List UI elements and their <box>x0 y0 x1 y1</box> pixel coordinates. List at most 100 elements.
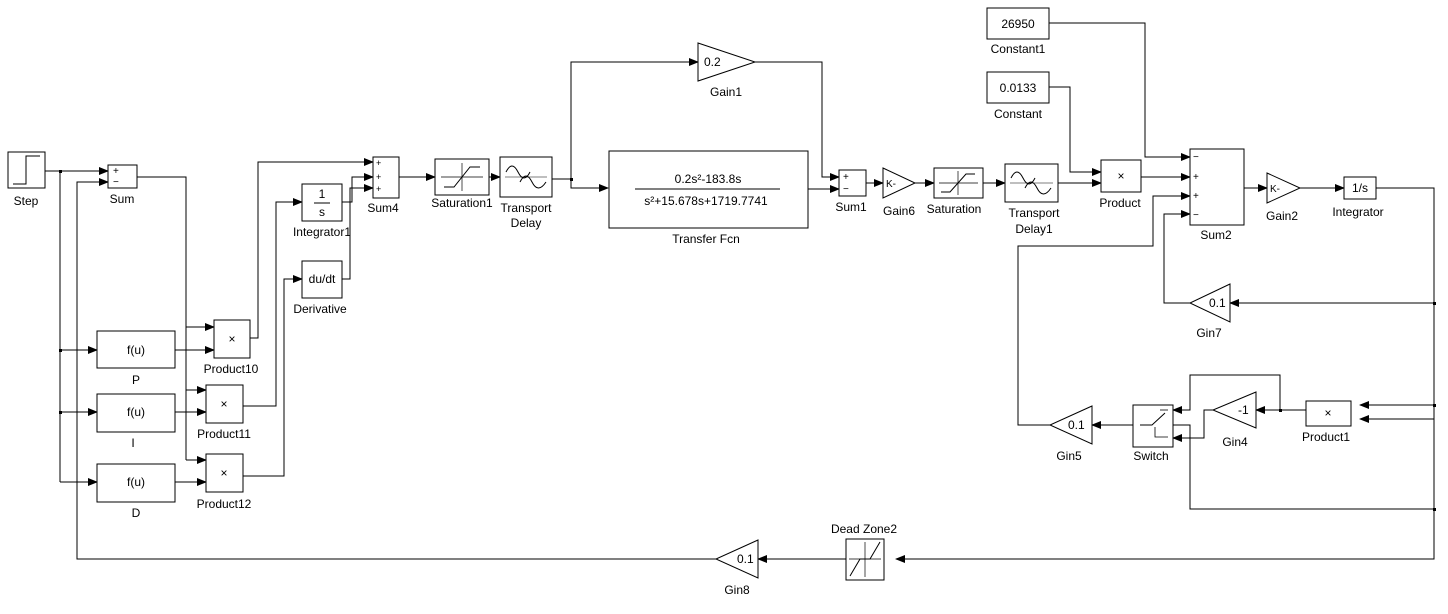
signal-wires <box>45 22 1436 563</box>
gain-triangle <box>697 42 757 82</box>
saturation-icon <box>444 166 480 188</box>
product12-symbol: × <box>220 466 227 480</box>
integrator-text: 1/s <box>1352 181 1368 195</box>
wire-gain1-to-sum1 <box>755 61 840 181</box>
fcn-i-label: I <box>131 436 134 450</box>
derivative-block[interactable]: du/dt Derivative <box>293 260 347 316</box>
gin4-value: -1 <box>1238 403 1249 417</box>
fcn-d-text: f(u) <box>127 475 145 489</box>
junction-dot <box>1433 404 1436 407</box>
wire-constant1-to-sum2 <box>1049 22 1191 161</box>
gain6-block[interactable]: K- Gain6 <box>882 167 917 218</box>
sum2-block[interactable]: − + + − Sum2 <box>1189 148 1245 242</box>
gain1-block[interactable]: 0.2 Gain1 <box>697 42 757 99</box>
product12-label: Product12 <box>197 497 252 511</box>
junction-dot <box>59 349 62 352</box>
product11-block[interactable]: × Product11 <box>197 384 251 441</box>
sum4-sign-1: + <box>376 158 381 168</box>
sum2-sign-1: − <box>1193 152 1199 163</box>
constant-value: 0.0133 <box>1000 81 1037 95</box>
product-symbol: × <box>1117 169 1124 183</box>
integrator1-block[interactable]: 1 s Integrator1 <box>293 183 351 239</box>
transfer-fcn-numerator: 0.2s²-183.8s <box>675 172 742 186</box>
wire-product11-to-integrator1 <box>243 198 303 407</box>
constant-block[interactable]: 0.0133 Constant <box>986 71 1050 121</box>
sum4-sign-2: + <box>376 172 381 182</box>
gin8-block[interactable]: 0.1 Gin8 <box>714 539 759 597</box>
wire-error-bus <box>137 176 187 460</box>
gin7-block[interactable]: 0.1 Gin7 <box>1188 283 1231 340</box>
sum2-sign-4: − <box>1193 210 1199 221</box>
product11-symbol: × <box>220 397 227 411</box>
transfer-fcn-block[interactable]: 0.2s²-183.8s s²+15.678s+1719.7741 Transf… <box>608 150 809 246</box>
transport-delay-block[interactable]: Transport Delay <box>499 156 553 230</box>
transport-delay1-label-2: Delay1 <box>1015 222 1053 236</box>
transport-delay-label-2: Delay <box>511 216 542 230</box>
sum4-sign-3: + <box>376 184 381 194</box>
transport-delay1-block[interactable]: Transport Delay1 <box>1004 163 1061 236</box>
product1-block[interactable]: × Product1 <box>1302 400 1352 444</box>
junction-dot <box>1433 508 1436 511</box>
transport-delay1-label-1: Transport <box>1009 206 1061 220</box>
wire-derivative-to-sum4 <box>342 184 374 280</box>
saturation-block[interactable]: Saturation <box>927 167 984 216</box>
integrator-block[interactable]: 1/s Integrator <box>1332 176 1384 219</box>
sum4-block[interactable]: + + + Sum4 <box>367 156 400 215</box>
sum4-label: Sum4 <box>367 201 399 215</box>
fcn-p-block[interactable]: f(u) P <box>96 330 176 387</box>
gin5-block[interactable]: 0.1 Gin5 <box>1048 405 1093 463</box>
constant1-block[interactable]: 26950 Constant1 <box>986 7 1050 56</box>
wire-gin5-to-sum2 <box>1017 192 1191 426</box>
wire-gin8-to-sum <box>76 178 716 560</box>
derivative-text: du/dt <box>309 272 336 286</box>
product-block[interactable]: × Product <box>1099 159 1142 210</box>
gain1-label: Gain1 <box>710 85 742 99</box>
constant1-label: Constant1 <box>991 42 1046 56</box>
product1-label: Product1 <box>1302 430 1350 444</box>
sum1-label: Sum1 <box>835 200 867 214</box>
step-block[interactable]: Step <box>7 151 46 208</box>
gain2-value: K- <box>1270 184 1280 195</box>
wire-gin4-to-switch <box>1172 409 1213 442</box>
fcn-i-block[interactable]: f(u) I <box>96 393 176 450</box>
gain2-label: Gain2 <box>1266 209 1298 223</box>
junction-dot <box>1433 302 1436 305</box>
gin8-value: 0.1 <box>737 552 754 566</box>
fcn-d-block[interactable]: f(u) D <box>96 463 176 520</box>
gain-triangle <box>1048 405 1093 445</box>
gin5-label: Gin5 <box>1056 449 1082 463</box>
gin8-label: Gin8 <box>724 583 750 597</box>
integrator1-den: s <box>319 205 325 219</box>
gain-triangle <box>714 539 759 579</box>
sum1-block[interactable]: + − Sum1 <box>835 169 867 214</box>
gain-triangle <box>882 167 917 199</box>
gin4-block[interactable]: -1 Gin4 <box>1211 391 1257 449</box>
sum-label: Sum <box>110 192 135 206</box>
product12-block[interactable]: × Product12 <box>197 453 252 511</box>
gin7-value: 0.1 <box>1209 296 1226 310</box>
gin4-label: Gin4 <box>1222 435 1248 449</box>
switch-block[interactable]: Switch <box>1132 404 1174 463</box>
transfer-fcn-denominator: s²+15.678s+1719.7741 <box>644 194 768 208</box>
gin5-value: 0.1 <box>1068 418 1085 432</box>
product1-symbol: × <box>1324 406 1331 420</box>
wire-to-transfer-fcn <box>570 179 609 192</box>
junction-dot <box>59 411 62 414</box>
wire-constant-to-product <box>1049 86 1102 176</box>
gain-triangle <box>1266 172 1302 204</box>
switch-icon <box>1140 412 1166 426</box>
gain1-value: 0.2 <box>704 55 721 69</box>
sum-sign-1: + <box>113 166 119 177</box>
sum1-sign-1: + <box>843 172 849 183</box>
constant1-value: 26950 <box>1001 17 1035 31</box>
dead-zone2-block[interactable]: Dead Zone2 <box>831 522 897 581</box>
saturation1-block[interactable]: Saturation1 <box>431 158 493 210</box>
product10-label: Product10 <box>204 362 259 376</box>
gain6-value: K- <box>886 179 896 190</box>
sum-block[interactable]: + − Sum <box>107 164 138 206</box>
product10-block[interactable]: × Product10 <box>204 319 259 376</box>
product11-label: Product11 <box>197 427 251 441</box>
gain2-block[interactable]: K- Gain2 <box>1266 172 1302 223</box>
step-icon <box>13 155 40 185</box>
